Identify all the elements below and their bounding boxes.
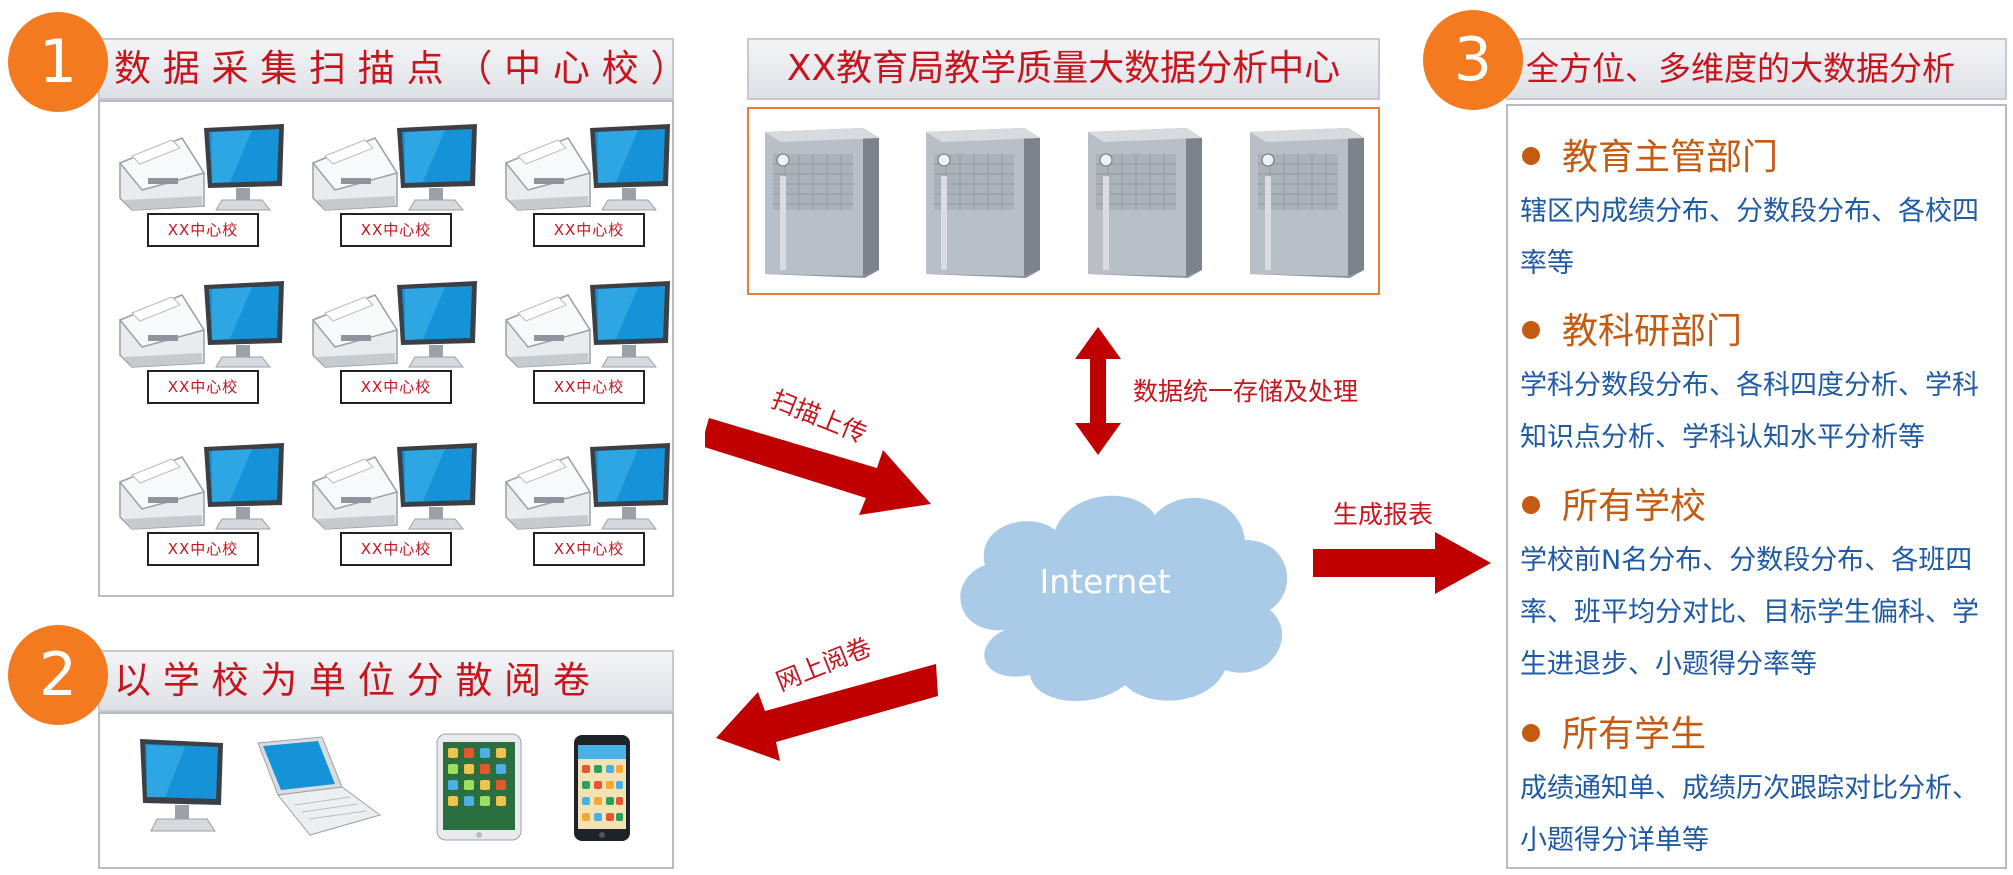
scan-upload-arrow: [705, 418, 931, 515]
online-marking-arrow: [716, 664, 938, 761]
school-label: XX中心校: [533, 532, 645, 566]
laptop-icon: [257, 736, 382, 836]
generate-report-label: 生成报表: [1333, 500, 1434, 529]
school-label: XX中心校: [340, 213, 452, 247]
item-all-schools: 所有学校 学校前N名分布、分数段分布、各班四率、班平均分对比、目标学生偏科、学生…: [1520, 477, 1995, 691]
bullet-dot-icon: [1522, 724, 1540, 742]
scanning-station: XX中心校: [305, 118, 495, 253]
scanner-computer-icon: [498, 275, 688, 375]
tablet-icon: [436, 733, 522, 841]
scanner-computer-icon: [498, 437, 688, 537]
section-3-title: 全方位、多维度的大数据分析: [1506, 38, 2007, 100]
scanning-station: XX中心校: [112, 437, 302, 572]
item-description: 辖区内成绩分布、分数段分布、各校四率等: [1520, 196, 1979, 279]
analysis-center-title: XX教育局教学质量大数据分析中心: [747, 38, 1380, 100]
internet-cloud-icon: [960, 495, 1288, 702]
item-heading: 所有学生: [1562, 714, 1707, 755]
server-icon: [1240, 120, 1370, 280]
step-1-badge: 1: [8, 12, 108, 112]
item-education-authority: 教育主管部门 辖区内成绩分布、分数段分布、各校四率等: [1520, 128, 1995, 290]
scanner-computer-icon: [112, 437, 302, 537]
school-label: XX中心校: [340, 370, 452, 404]
item-heading: 教育主管部门: [1562, 137, 1779, 178]
step-3-badge: 3: [1423, 10, 1523, 110]
school-label: XX中心校: [147, 532, 259, 566]
section-2-title: 以 学 校 为 单 位 分 散 阅 卷: [98, 650, 674, 712]
scanner-computer-icon: [305, 275, 495, 375]
section-1-title: 数 据 采 集 扫 描 点 （ 中 心 校 ）: [98, 38, 687, 100]
scanning-station: XX中心校: [498, 275, 688, 410]
scanning-station: XX中心校: [498, 437, 688, 572]
scanner-computer-icon: [112, 118, 302, 218]
scanner-computer-icon: [305, 437, 495, 537]
server-icon: [755, 120, 885, 280]
scanner-computer-icon: [112, 275, 302, 375]
scanning-station: XX中心校: [305, 437, 495, 572]
school-label: XX中心校: [147, 370, 259, 404]
internet-label: Internet: [1039, 562, 1171, 601]
item-heading: 所有学校: [1562, 486, 1707, 527]
school-label: XX中心校: [533, 370, 645, 404]
item-research-dept: 教科研部门 学科分数段分布、各科四度分析、学科知识点分析、学科认知水平分析等: [1520, 302, 1995, 464]
item-all-students: 所有学生 成绩通知单、成绩历次跟踪对比分析、小题得分详单等: [1520, 705, 1995, 867]
scanner-computer-icon: [305, 118, 495, 218]
step-2-badge: 2: [8, 625, 108, 725]
item-description: 学科分数段分布、各科四度分析、学科知识点分析、学科认知水平分析等: [1520, 370, 1979, 453]
item-description: 成绩通知单、成绩历次跟踪对比分析、小题得分详单等: [1520, 773, 1979, 856]
smartphone-icon: [574, 735, 630, 841]
item-heading: 教科研部门: [1562, 311, 1743, 352]
desktop-monitor-icon: [140, 739, 223, 832]
school-label: XX中心校: [147, 213, 259, 247]
analysis-results-panel: [1506, 104, 2007, 869]
server-icon: [916, 120, 1046, 280]
scanning-station: XX中心校: [305, 275, 495, 410]
generate-report-arrow: [1313, 532, 1491, 594]
scanning-station: XX中心校: [112, 275, 302, 410]
bullet-dot-icon: [1522, 147, 1540, 165]
double-arrow-storage: [1075, 327, 1121, 455]
storage-processing-label: 数据统一存储及处理: [1133, 377, 1359, 406]
school-label: XX中心校: [340, 532, 452, 566]
bullet-dot-icon: [1522, 321, 1540, 339]
bullet-dot-icon: [1522, 496, 1540, 514]
school-label: XX中心校: [533, 213, 645, 247]
scanning-station: XX中心校: [498, 118, 688, 253]
server-icon: [1078, 120, 1208, 280]
item-description: 学校前N名分布、分数段分布、各班四率、班平均分对比、目标学生偏科、学生进退步、小…: [1520, 545, 1979, 680]
scanner-computer-icon: [498, 118, 688, 218]
scanning-station: XX中心校: [112, 118, 302, 253]
